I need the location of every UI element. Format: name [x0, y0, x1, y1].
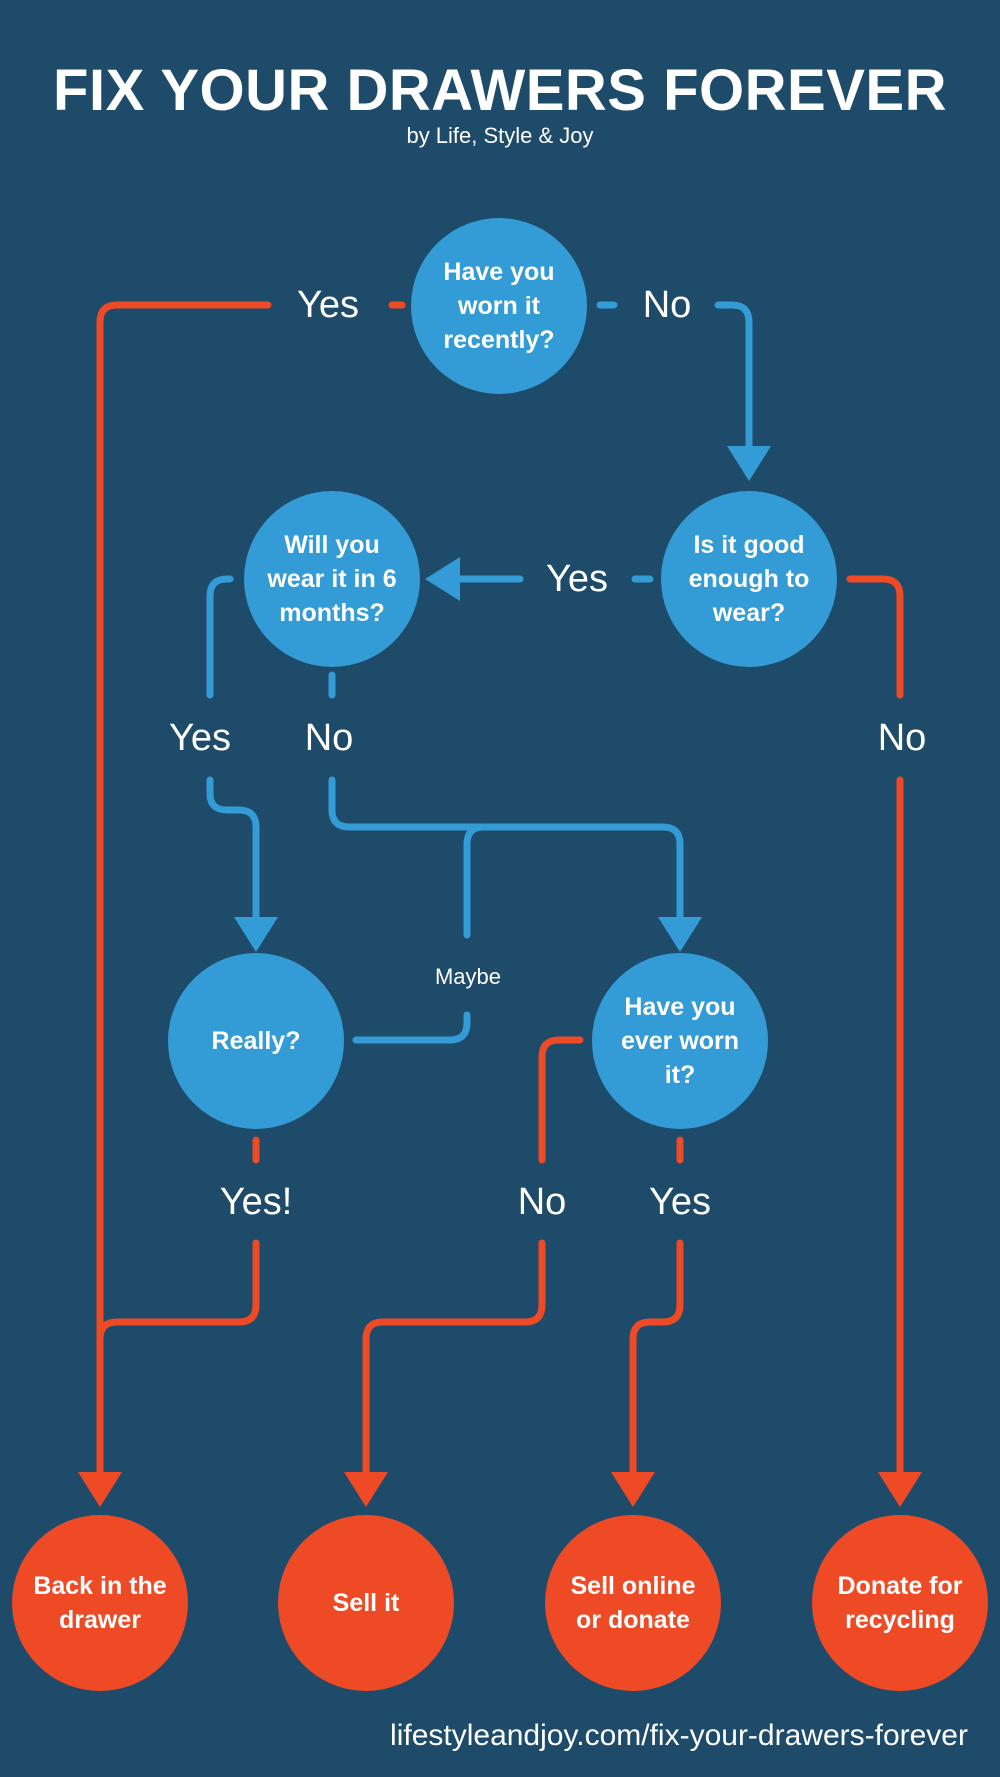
outcome-back-in-drawer: Back in the drawer: [12, 1515, 188, 1691]
edge-label-ever-no: No: [517, 1181, 567, 1223]
outcome-sell-online-donate-label: Sell online or donate: [570, 1572, 696, 1634]
edge-label-worn-no: No: [642, 284, 692, 326]
edge-really-yes-to-drawer: [96, 1239, 260, 1343]
edge-really-maybe: [352, 1011, 471, 1044]
footer-url: lifestyleandjoy.com/fix-your-drawers-for…: [390, 1719, 968, 1752]
arrowhead-six-months: [425, 557, 460, 601]
page-title: FIX YOUR DRAWERS FOREVER: [53, 58, 947, 123]
question-wear-6-months-label: Will you wear it in 6 months?: [267, 531, 397, 627]
outcome-sell-it: Sell it: [278, 1515, 454, 1691]
edge-six-yes-stub: [206, 575, 234, 699]
edge-label-worn-yes: Yes: [297, 284, 359, 326]
edge-label-good-no: No: [877, 717, 927, 759]
question-worn-recently-label: Have you worn it recently?: [443, 258, 555, 354]
arrowhead-ever-worn: [658, 917, 702, 952]
edge-label-six-yes: Yes: [169, 717, 231, 759]
arrowhead-sell-it: [344, 1472, 388, 1507]
question-good-enough-label: Is it good enough to wear?: [688, 531, 810, 627]
edge-worn-no-to-good: [714, 301, 753, 454]
arrowhead-good-enough: [727, 446, 771, 481]
arrowhead-back-in-drawer: [78, 1472, 122, 1507]
edge-worn-yes-to-drawer: [96, 301, 272, 1479]
question-good-enough: Is it good enough to wear?: [661, 491, 837, 667]
question-really-label: Really?: [211, 1027, 301, 1055]
outcome-back-in-drawer-label: Back in the drawer: [33, 1572, 167, 1634]
outcome-donate-recycling: Donate for recycling: [812, 1515, 988, 1691]
edge-ever-no-to-sell: [362, 1239, 546, 1479]
arrowhead-sell-online: [611, 1472, 655, 1507]
edge-ever-no-stub: [538, 1036, 584, 1164]
question-ever-worn: Have you ever worn it?: [592, 953, 768, 1129]
outcome-sell-it-label: Sell it: [332, 1589, 400, 1617]
edge-good-no-stub: [846, 575, 904, 699]
edge-label-maybe: Maybe: [434, 964, 502, 989]
question-ever-worn-label: Have you ever worn it?: [620, 993, 740, 1089]
outcome-donate-recycling-label: Donate for recycling: [837, 1572, 963, 1634]
edge-six-no-to-ever: [328, 776, 684, 924]
question-wear-6-months: Will you wear it in 6 months?: [244, 491, 420, 667]
question-really: Really?: [168, 953, 344, 1129]
edge-six-yes-to-really: [206, 776, 260, 924]
edge-ever-yes-to-sell-online: [629, 1239, 684, 1479]
outcome-sell-online-donate: Sell online or donate: [545, 1515, 721, 1691]
page-subtitle: by Life, Style & Joy: [406, 123, 594, 148]
edge-label-good-yes: Yes: [546, 558, 608, 600]
arrowhead-really: [234, 917, 278, 952]
arrowhead-donate: [878, 1472, 922, 1507]
question-worn-recently: Have you worn it recently?: [411, 218, 587, 394]
edge-label-six-no: No: [304, 717, 354, 759]
edge-label-ever-yes: Yes: [649, 1181, 711, 1223]
edge-label-really-yes: Yes!: [219, 1181, 293, 1223]
edge-maybe-to-branch: [463, 823, 488, 939]
